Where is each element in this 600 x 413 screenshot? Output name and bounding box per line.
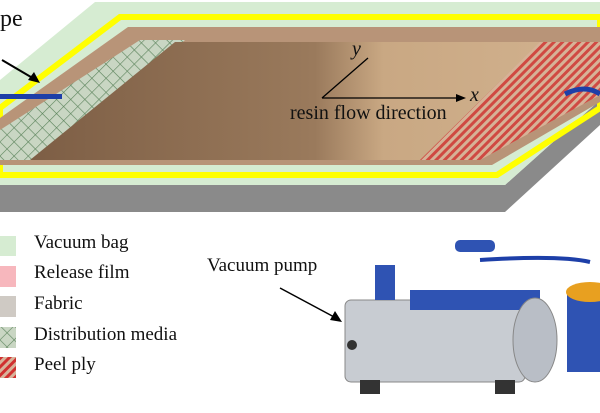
legend-swatch-fabric — [0, 296, 16, 317]
legend-swatch-distribution-media — [0, 327, 16, 348]
inlet-tube — [0, 94, 62, 99]
pump-arrow — [279, 287, 337, 319]
flow-direction-label: resin flow direction — [290, 102, 447, 124]
legend-swatch-vacuum-bag — [0, 236, 16, 256]
tray-side — [0, 100, 600, 212]
legend-peel-ply: Peel ply — [34, 354, 96, 375]
tape-arrow — [1, 59, 37, 81]
legend-swatch-peel-ply — [0, 357, 16, 378]
arrowhead — [28, 72, 40, 83]
legend-release-film: Release film — [34, 262, 130, 283]
tape-label: pe — [0, 6, 23, 32]
resin-trap — [566, 282, 600, 372]
distribution-media — [0, 40, 185, 160]
legend-distribution-media: Distribution media — [34, 324, 178, 345]
vacuum-pump-label: Vacuum pump — [207, 255, 318, 276]
legend-fabric: Fabric — [34, 293, 83, 314]
x-axis-label: x — [470, 84, 479, 106]
peel-ply — [420, 42, 600, 160]
outlet-tube — [563, 86, 600, 97]
sealant-tape — [0, 14, 600, 178]
y-axis-line — [321, 57, 369, 99]
pump-arrowhead — [330, 311, 342, 322]
legend-vacuum-bag: Vacuum bag — [34, 232, 129, 253]
legend-swatch-release-film — [0, 266, 16, 287]
vacuum-pump — [344, 240, 591, 394]
x-arrowhead — [456, 94, 466, 102]
y-axis-label: y — [352, 38, 361, 60]
